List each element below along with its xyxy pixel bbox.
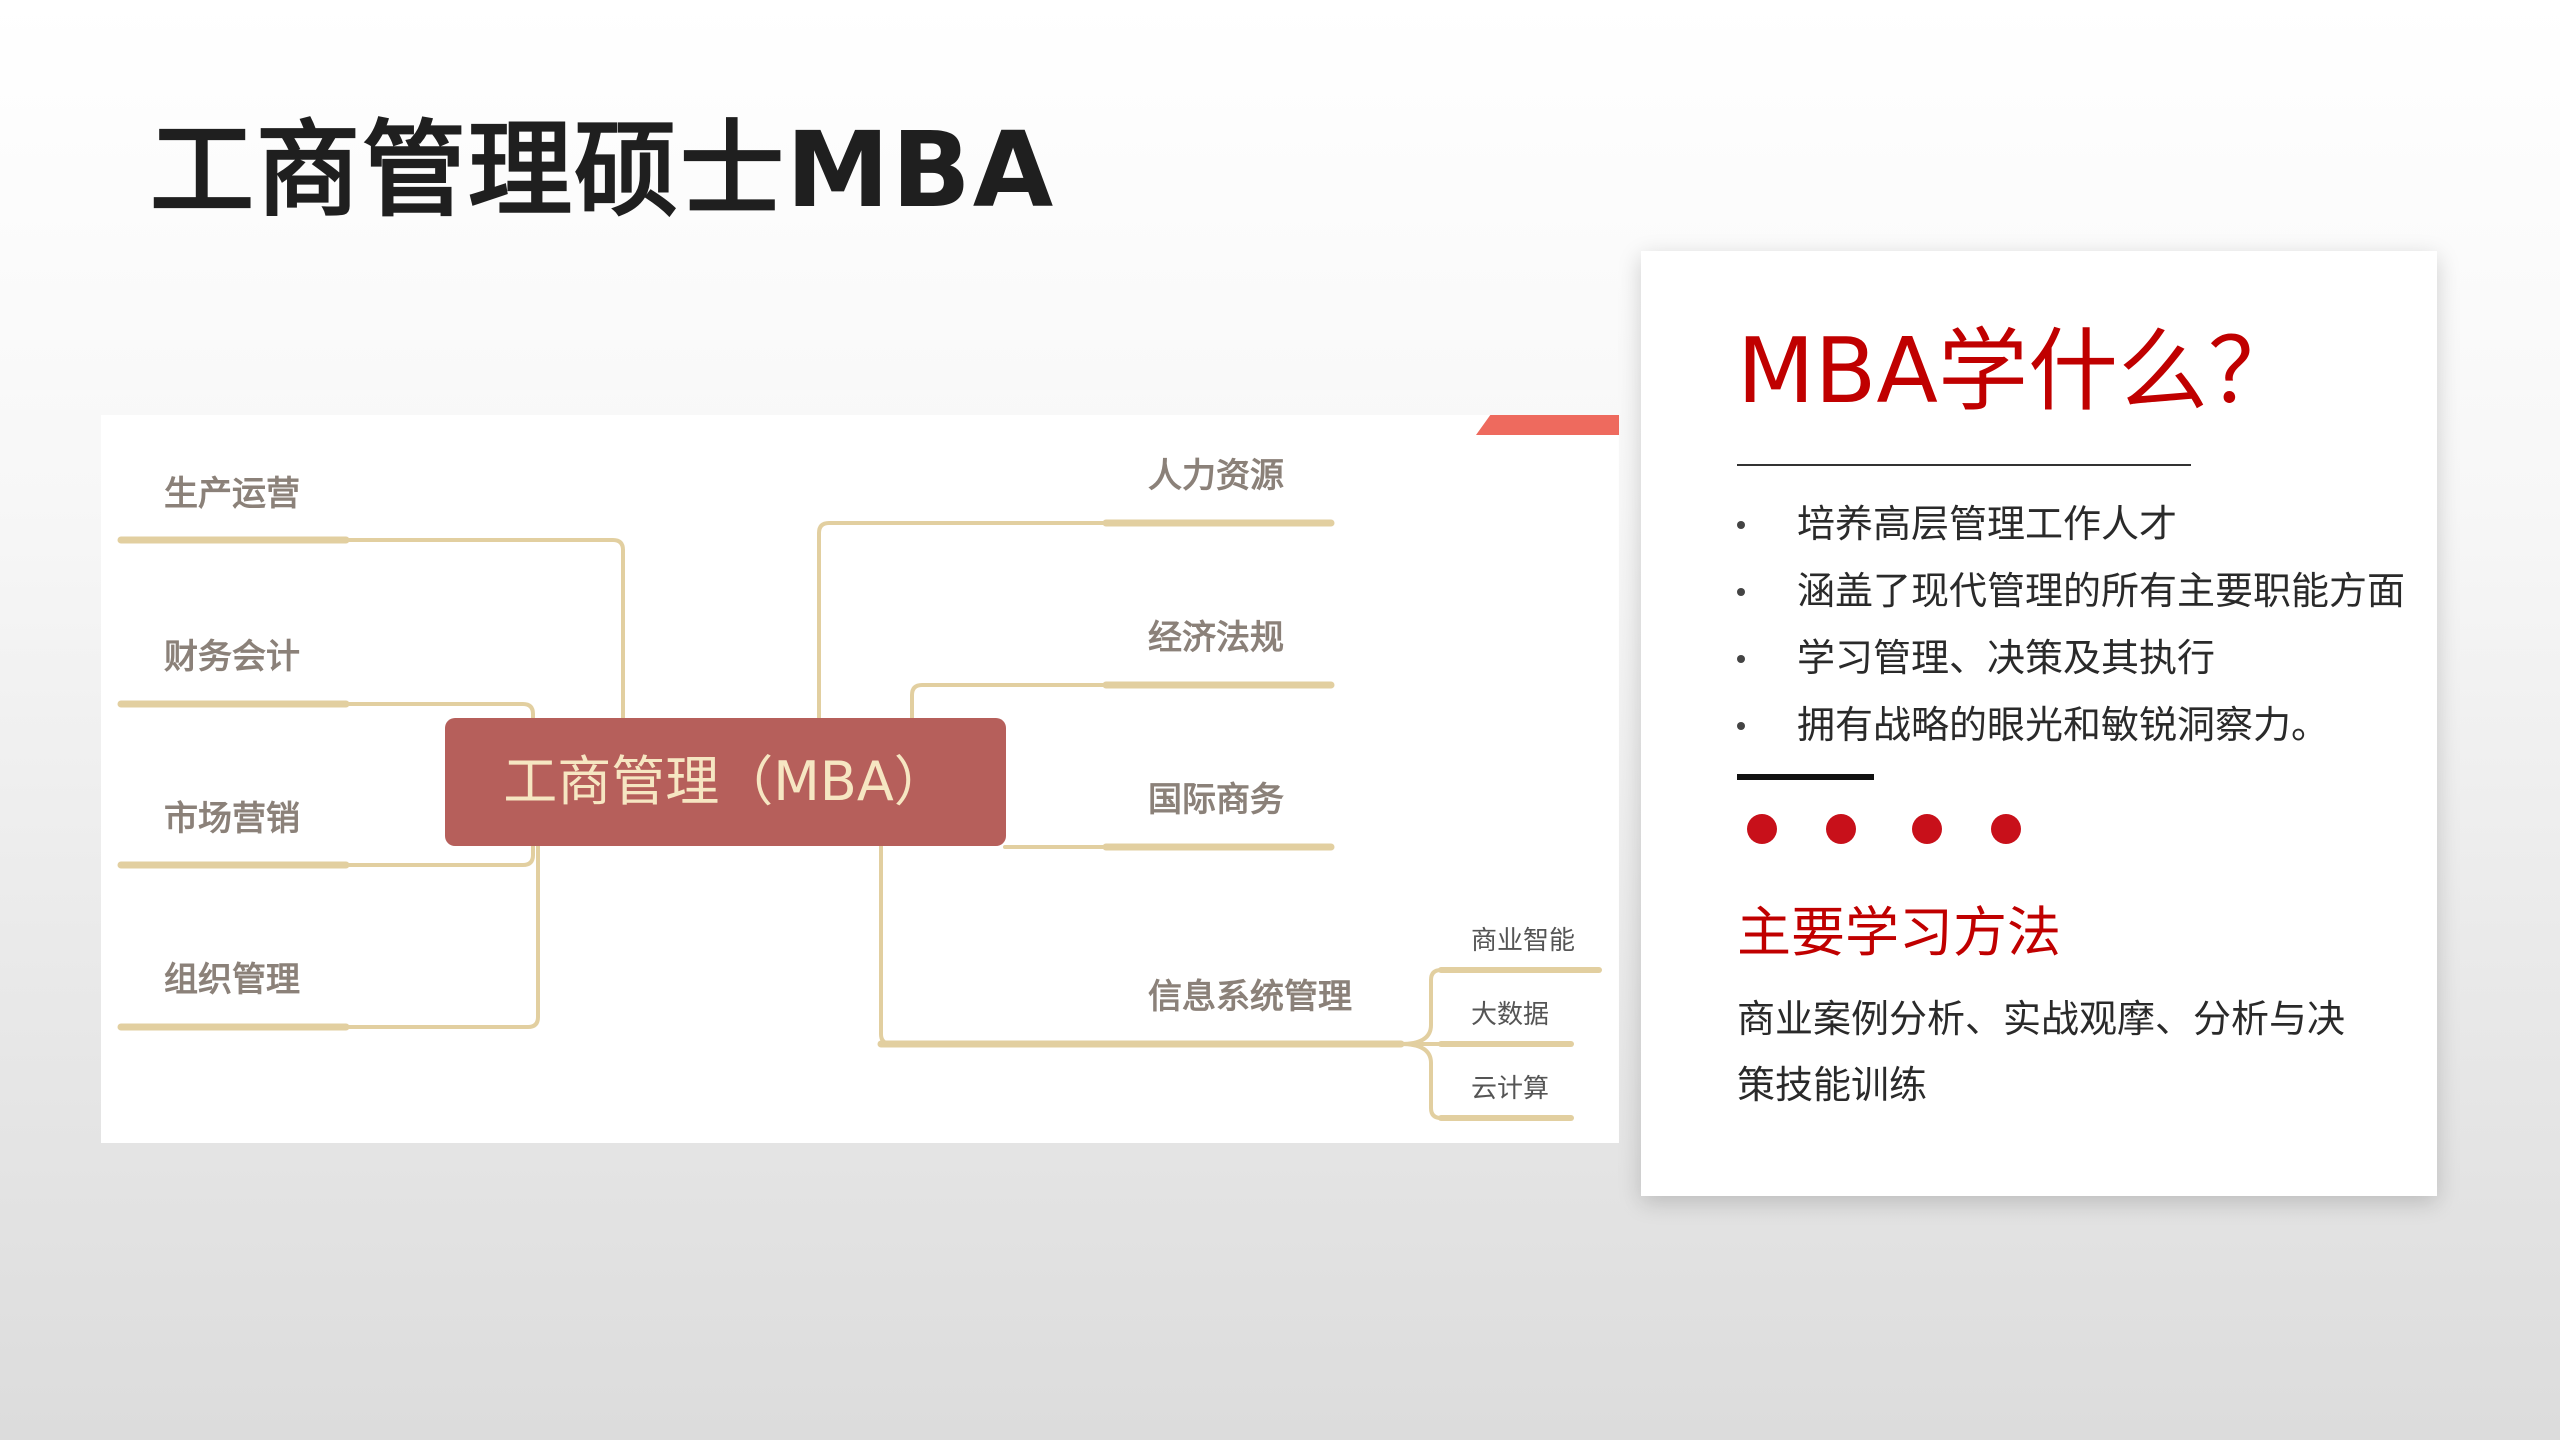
- card-heading: MBA学什么？: [1737, 319, 2298, 424]
- bullet-dot-icon: [1737, 588, 1745, 596]
- connector-right-4: [879, 844, 893, 1046]
- branch-information-systems: 信息系统管理: [1148, 977, 1352, 1017]
- branch-human-resources: 人力资源: [1148, 456, 1284, 496]
- red-dot-icon: [1826, 814, 1856, 844]
- connector-left-2: [344, 702, 535, 720]
- bullet-dot-icon: [1737, 655, 1745, 663]
- bullet-item: 拥有战略的眼光和敏锐洞察力。: [1737, 692, 2405, 759]
- red-dot-icon: [1991, 814, 2021, 844]
- sub-branch-business-intelligence: 商业智能: [1471, 926, 1576, 956]
- bullet-list: 培养高层管理工作人才 涵盖了现代管理的所有主要职能方面 学习管理、决策及其执行 …: [1737, 491, 2405, 759]
- bullet-text: 拥有战略的眼光和敏锐洞察力。: [1797, 703, 2330, 747]
- slide-title: 工商管理硕士MBA: [150, 109, 1056, 231]
- branch-production-ops: 生产运营: [164, 474, 300, 514]
- bullet-text: 涵盖了现代管理的所有主要职能方面: [1797, 569, 2406, 613]
- connector-sub-3: [1399, 1042, 1443, 1120]
- decorative-dots: [1747, 814, 2047, 844]
- bullet-item: 培养高层管理工作人才: [1737, 491, 2405, 558]
- bullet-item: 学习管理、决策及其执行: [1737, 625, 2405, 692]
- branch-org-management: 组织管理: [164, 960, 300, 1000]
- mindmap-center-node: 工商管理（MBA）: [445, 718, 1006, 846]
- method-title: 主要学习方法: [1737, 901, 2061, 964]
- red-dot-icon: [1912, 814, 1942, 844]
- info-card: MBA学什么？ 培养高层管理工作人才 涵盖了现代管理的所有主要职能方面 学习管理…: [1641, 251, 2437, 1196]
- bullet-dot-icon: [1737, 521, 1745, 529]
- connector-left-4: [344, 844, 540, 1029]
- mindmap-connectors: [117, 519, 1602, 1121]
- branch-marketing: 市场营销: [164, 799, 300, 839]
- method-text: 商业案例分析、实战观摩、分析与决策技能训练: [1737, 997, 2346, 1107]
- heading-divider: [1737, 464, 2191, 466]
- branch-economic-law: 经济法规: [1148, 618, 1284, 658]
- branch-financial-accounting: 财务会计: [164, 637, 300, 677]
- connector-left-3: [344, 844, 535, 867]
- connector-right-1: [817, 521, 1108, 720]
- connector-left-1: [344, 538, 625, 720]
- connector-sub-1: [1399, 968, 1443, 1046]
- mindmap-image: 工商管理（MBA） 生产运营 财务会计 市场营销 组织管理 人力资源 经济法规 …: [101, 415, 1619, 1143]
- branch-international-business: 国际商务: [1148, 780, 1284, 820]
- bullet-dot-icon: [1737, 722, 1745, 730]
- corner-ribbon: [1476, 415, 1619, 435]
- red-dot-icon: [1747, 814, 1777, 844]
- connector-right-2: [910, 683, 1108, 720]
- bullet-item: 涵盖了现代管理的所有主要职能方面: [1737, 558, 2405, 625]
- bullet-text: 培养高层管理工作人才: [1797, 502, 2178, 546]
- sub-branch-big-data: 大数据: [1471, 1000, 1550, 1030]
- sub-branch-cloud-computing: 云计算: [1471, 1074, 1550, 1104]
- bullet-text: 学习管理、决策及其执行: [1797, 636, 2216, 680]
- section-divider: [1737, 774, 1874, 780]
